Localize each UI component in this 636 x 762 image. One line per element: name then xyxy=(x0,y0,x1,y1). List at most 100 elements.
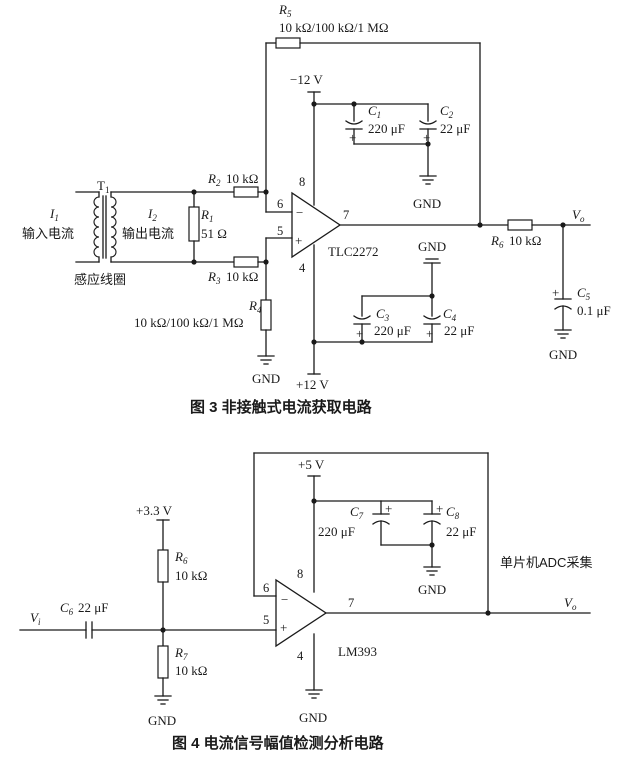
c3-label: C3 xyxy=(376,306,390,323)
gnd-label: GND xyxy=(418,582,446,597)
c7-label: C7 xyxy=(350,504,364,521)
pin-8: 8 xyxy=(299,175,305,189)
pin-7: 7 xyxy=(348,596,354,610)
coil-label: 感应线圈 xyxy=(74,272,126,287)
r1-label: R1 xyxy=(200,207,213,224)
c1-capacitor xyxy=(345,120,363,125)
r2-resistor xyxy=(233,186,259,198)
c4-label: C4 xyxy=(443,306,457,323)
c5-value: 0.1 μF xyxy=(577,303,611,318)
c3-value: 220 μF xyxy=(374,323,411,338)
gnd-symbol xyxy=(419,175,437,185)
r2-label: R2 xyxy=(207,171,221,188)
gnd-symbol xyxy=(305,689,323,699)
pin-7: 7 xyxy=(343,208,349,222)
supply-neg: −12 V xyxy=(290,72,323,87)
gnd-label: GND xyxy=(549,347,577,362)
pin-5: 5 xyxy=(277,224,283,238)
r6-label: R6 xyxy=(174,549,188,566)
svg-text:+: + xyxy=(385,501,392,516)
pin-4: 4 xyxy=(297,649,304,663)
gnd-label: GND xyxy=(299,710,327,725)
c2-capacitor xyxy=(419,120,437,125)
r3-value: 10 kΩ xyxy=(226,269,258,284)
i1-symbol: I1 xyxy=(49,206,59,223)
supply-3v3: +3.3 V xyxy=(136,503,173,518)
pin-6: 6 xyxy=(277,197,283,211)
r6-resistor xyxy=(507,219,533,231)
mcu-adc-label: 单片机ADC采集 xyxy=(500,555,592,570)
c5-label: C5 xyxy=(577,285,591,302)
r6-resistor xyxy=(157,549,169,583)
svg-text:+: + xyxy=(349,130,356,145)
r7-resistor xyxy=(157,645,169,679)
pin-4: 4 xyxy=(299,261,306,275)
c2-value: 22 μF xyxy=(440,121,470,136)
i2-symbol: I2 xyxy=(147,206,157,223)
opamp-tlc2272: − + xyxy=(291,191,342,259)
c2-label: C2 xyxy=(440,103,454,120)
figure-3-caption: 图 3 非接触式电流获取电路 xyxy=(190,398,373,416)
gnd-symbol xyxy=(554,329,572,339)
r2-value: 10 kΩ xyxy=(226,171,258,186)
r4-value: 10 kΩ/100 kΩ/1 MΩ xyxy=(134,315,244,330)
noninverting-sign: + xyxy=(295,233,302,248)
c1-value: 220 μF xyxy=(368,121,405,136)
svg-text:+: + xyxy=(423,130,430,145)
c7-value: 220 μF xyxy=(318,524,355,539)
vo-label: Vo xyxy=(564,595,577,612)
c1-label: C1 xyxy=(368,103,381,120)
figure-4-caption: 图 4 电流信号幅值检测分析电路 xyxy=(172,734,385,752)
c6-label: C6 xyxy=(60,600,74,617)
pin-6: 6 xyxy=(263,581,269,595)
vi-label: Vi xyxy=(30,610,41,627)
svg-text:+: + xyxy=(356,326,363,341)
figure-4: − + 6 5 7 8 4 LM393 +5 V + C7 220 μF + C… xyxy=(19,452,592,752)
supply-pos: +12 V xyxy=(296,377,329,392)
r5-value: 10 kΩ/100 kΩ/1 MΩ xyxy=(279,20,389,35)
output-current-label: 输出电流 xyxy=(122,226,174,241)
opamp-model: TLC2272 xyxy=(328,244,379,259)
r6-label: R6 xyxy=(490,233,504,250)
gnd-label: GND xyxy=(413,196,441,211)
transformer-t1: T1 xyxy=(93,178,117,263)
comparator-model: LM393 xyxy=(338,644,377,659)
r3-label: R3 xyxy=(207,269,221,286)
r3-resistor xyxy=(233,256,259,268)
pin-5: 5 xyxy=(263,613,269,627)
secondary-coil xyxy=(110,196,117,258)
inverting-sign: − xyxy=(281,592,288,607)
r7-label: R7 xyxy=(174,645,188,662)
r1-resistor xyxy=(188,206,200,242)
r6-value: 10 kΩ xyxy=(509,233,541,248)
gnd-label: GND xyxy=(148,713,176,728)
c3-capacitor xyxy=(353,315,371,320)
gnd-symbol xyxy=(154,695,172,705)
gnd-label: GND xyxy=(418,239,446,254)
gnd-label: GND xyxy=(252,371,280,386)
input-current-label: 输入电流 xyxy=(22,226,74,241)
gnd-symbol xyxy=(423,566,441,576)
t1-label: T1 xyxy=(97,178,109,195)
supply-5v: +5 V xyxy=(298,457,325,472)
figure-3: T1 I1 输入电流 I2 输出电流 感应线圈 R1 51 Ω R2 10 kΩ xyxy=(22,2,611,416)
c8-label: C8 xyxy=(446,504,460,521)
svg-text:+: + xyxy=(426,326,433,341)
r5-resistor xyxy=(275,37,301,49)
inverting-sign: − xyxy=(296,205,303,220)
c4-capacitor xyxy=(423,315,441,320)
svg-text:+: + xyxy=(436,501,443,516)
r5-label: R5 xyxy=(278,2,292,19)
primary-coil xyxy=(93,196,100,258)
svg-text:+: + xyxy=(552,285,559,300)
r4-resistor xyxy=(260,299,272,331)
r6-value: 10 kΩ xyxy=(175,568,207,583)
comparator-lm393: − + xyxy=(275,578,328,648)
r4-label: R4 xyxy=(248,298,262,315)
pin-8: 8 xyxy=(297,567,303,581)
c4-value: 22 μF xyxy=(444,323,474,338)
vo-label: Vo xyxy=(572,207,585,224)
c6-value: 22 μF xyxy=(78,600,108,615)
noninverting-sign: + xyxy=(280,620,287,635)
